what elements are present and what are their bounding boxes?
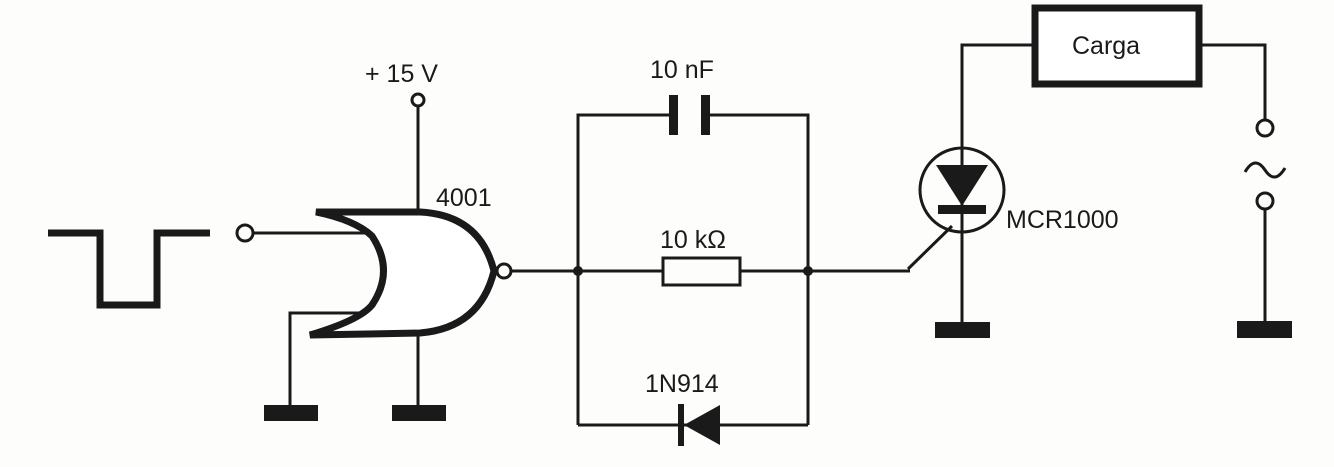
junction-node (803, 266, 813, 276)
input-terminal (235, 223, 255, 243)
capacitor-label: 10 nF (650, 56, 714, 84)
capacitor-plate-left (669, 95, 678, 135)
diode-bar (678, 404, 684, 446)
capacitor-plate-right (701, 95, 710, 135)
scr-label: MCR1000 (1006, 206, 1119, 234)
junction-node (573, 266, 583, 276)
resistor (661, 256, 742, 287)
capacitor-branch-right (703, 113, 810, 425)
scr-cathode-bar (938, 205, 986, 214)
scr-anode-wire (960, 43, 1033, 330)
second-input-wire (288, 311, 368, 408)
nor-gate (308, 208, 498, 339)
resistor-label: 10 kΩ (660, 226, 726, 254)
load-right-wire (1199, 43, 1267, 120)
ground-icon (392, 405, 446, 421)
supply-label: + 15 V (365, 60, 438, 88)
ac-source-icon (1243, 161, 1287, 179)
inverter-bubble (495, 262, 513, 280)
ac-terminal-bottom (1255, 191, 1275, 211)
ground-icon (935, 322, 990, 338)
load-label: Carga (1072, 32, 1140, 60)
capacitor-branch-left (576, 113, 675, 425)
gate-label: 4001 (436, 184, 492, 212)
scr-diode (936, 165, 988, 206)
input-pulse-waveform (48, 229, 210, 309)
ground-icon (264, 405, 318, 421)
diode-label: 1N914 (645, 370, 719, 398)
scr-gate-lead (906, 224, 954, 271)
ground-icon (1237, 321, 1292, 338)
ac-terminal-top (1255, 118, 1275, 138)
load-box (1031, 4, 1203, 88)
supply-terminal (410, 92, 426, 108)
diode (684, 405, 720, 445)
